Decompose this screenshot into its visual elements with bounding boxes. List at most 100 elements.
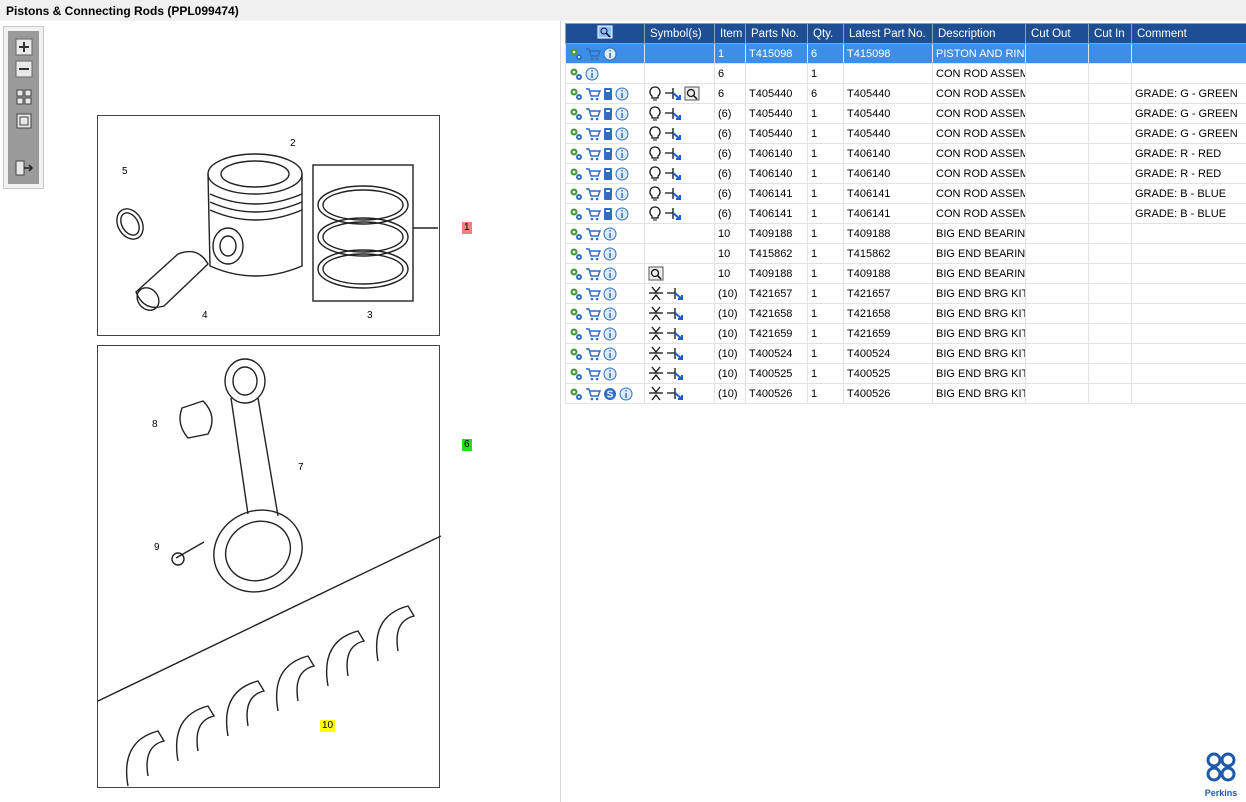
gear-icon[interactable] [569,107,585,120]
gear-icon[interactable] [569,167,585,180]
cart-icon[interactable] [585,247,603,260]
header-item[interactable]: Item [714,23,746,44]
cart-icon[interactable] [585,347,603,360]
hotspot-flag-1[interactable]: 1 [462,222,472,234]
cart-icon[interactable] [585,227,603,240]
hotspot-flag-6[interactable]: 6 [462,439,472,451]
row-action-icons[interactable] [565,223,645,244]
cart-icon[interactable] [585,167,603,180]
book-icon[interactable] [603,87,615,100]
row-action-icons[interactable] [565,203,645,224]
gear-icon[interactable] [569,47,585,60]
header-qty[interactable]: Qty. [807,23,844,44]
gear-icon[interactable] [569,327,585,340]
gear-icon[interactable] [569,227,585,240]
row-action-icons[interactable] [565,143,645,164]
info-icon[interactable] [615,187,631,200]
header-comment[interactable]: Comment [1131,23,1246,44]
gear-icon[interactable] [569,187,585,200]
book-icon[interactable] [603,127,615,140]
cart-icon[interactable] [585,387,603,400]
cart-icon[interactable] [585,147,603,160]
header-symbols[interactable]: Symbol(s) [644,23,715,44]
info-icon[interactable] [603,307,619,320]
book-icon[interactable] [603,107,615,120]
magnifier-icon[interactable] [597,25,613,39]
book-icon[interactable] [603,147,615,160]
info-icon[interactable] [615,167,631,180]
cart-icon[interactable] [585,367,603,380]
hotspot-flag-10[interactable]: 10 [320,720,336,732]
row-action-icons[interactable] [565,103,645,124]
info-icon[interactable] [603,227,619,240]
row-action-icons[interactable] [565,63,645,84]
info-icon[interactable] [615,127,631,140]
info-icon[interactable] [603,347,619,360]
row-action-icons[interactable] [565,43,645,64]
row-action-icons[interactable] [565,283,645,304]
cart-icon[interactable] [585,87,603,100]
cart-icon[interactable] [585,327,603,340]
row-action-icons[interactable] [565,83,645,104]
row-action-icons[interactable] [565,363,645,384]
row-action-icons[interactable] [565,183,645,204]
gear-icon[interactable] [569,287,585,300]
book-icon[interactable] [603,207,615,220]
cart-icon[interactable] [585,287,603,300]
cart-icon[interactable] [585,307,603,320]
info-icon[interactable] [615,107,631,120]
row-action-icons[interactable]: S [565,383,645,404]
row-action-icons[interactable] [565,123,645,144]
info-icon[interactable] [619,387,635,400]
info-icon[interactable] [615,87,631,100]
header-parts-no[interactable]: Parts No. [745,23,808,44]
info-icon[interactable] [585,67,601,80]
gear-icon[interactable] [569,147,585,160]
info-icon[interactable] [603,247,619,260]
cart-icon[interactable] [585,187,603,200]
info-icon[interactable] [603,267,619,280]
cart-icon[interactable] [585,267,603,280]
row-action-icons[interactable] [565,243,645,264]
info-icon[interactable] [615,207,631,220]
header-cut-in[interactable]: Cut In [1088,23,1132,44]
zoom-in-icon[interactable] [14,38,34,56]
gear-icon[interactable] [569,387,585,400]
gear-icon[interactable] [569,247,585,260]
info-icon[interactable] [603,47,619,60]
gear-icon[interactable] [569,127,585,140]
book-icon[interactable] [603,167,615,180]
header-cut-out[interactable]: Cut Out [1025,23,1089,44]
cart-icon[interactable] [585,207,603,220]
diagram-pane[interactable]: 2 5 3 4 1 7 [0,21,561,802]
gear-icon[interactable] [569,67,585,80]
row-action-icons[interactable] [565,163,645,184]
book-icon[interactable] [603,187,615,200]
gear-icon[interactable] [569,207,585,220]
gear-icon[interactable] [569,347,585,360]
info-icon[interactable] [603,367,619,380]
cart-icon[interactable] [585,47,603,60]
info-icon[interactable] [615,147,631,160]
cart-icon[interactable] [585,107,603,120]
row-action-icons[interactable] [565,343,645,364]
gear-icon[interactable] [569,367,585,380]
gear-icon[interactable] [569,267,585,280]
export-icon[interactable] [14,159,34,177]
